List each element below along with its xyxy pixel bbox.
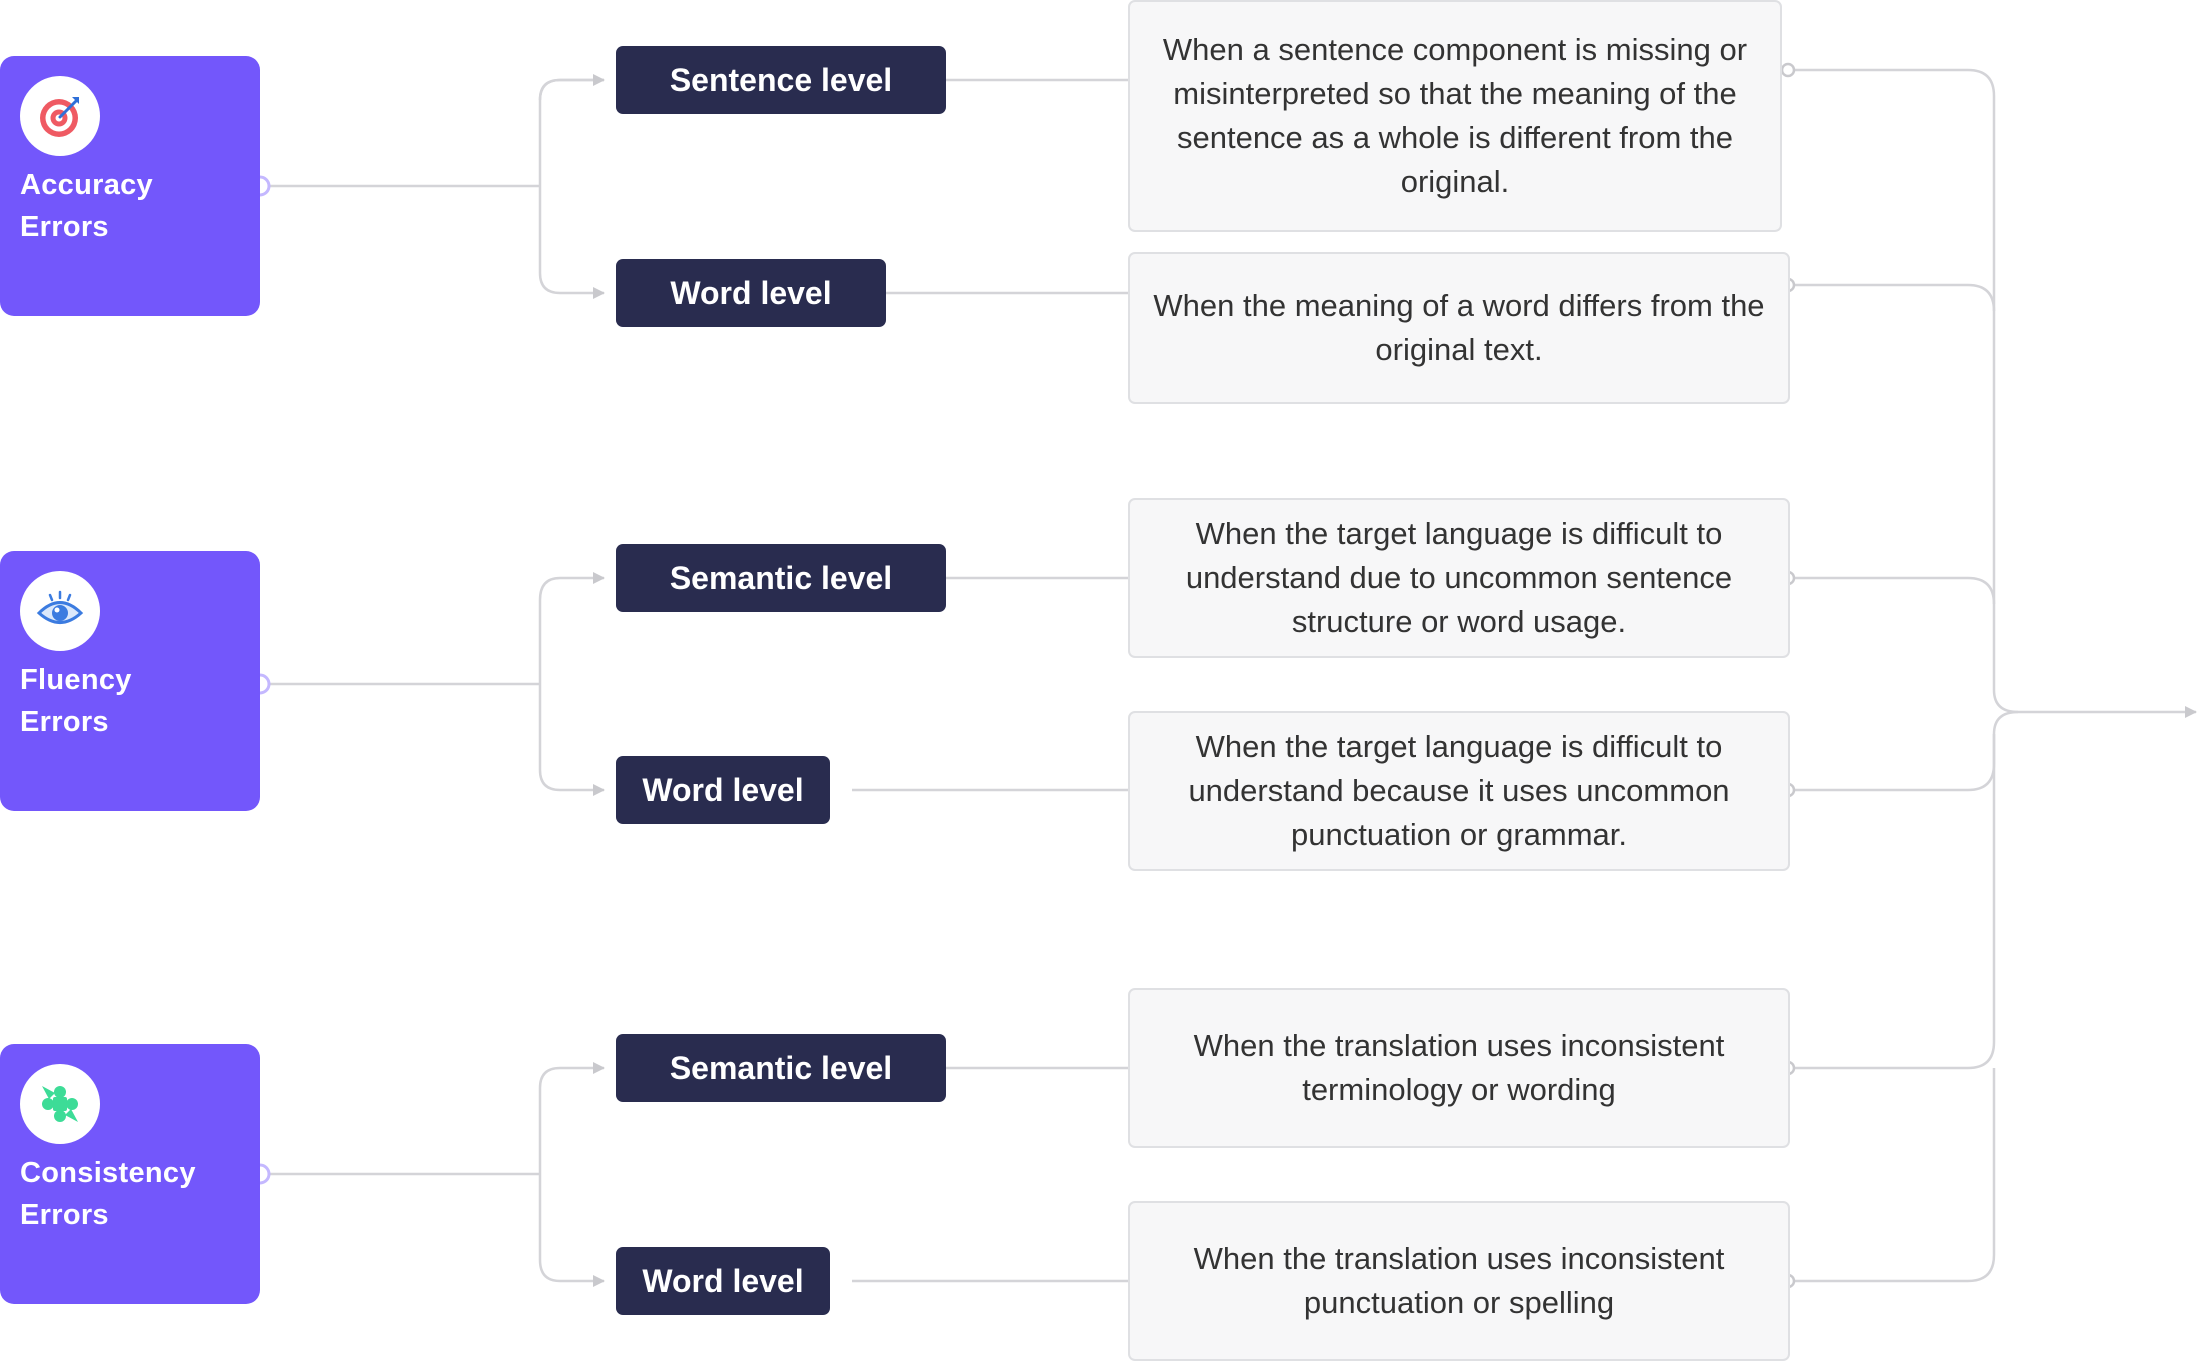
description-box: When the target language is difficult to… [1128,498,1790,658]
puzzle-icon [20,1064,100,1144]
fluency-branch-connector [268,572,1128,796]
consistency-branch-connector [268,1062,1128,1287]
description-box: When the meaning of a word differs from … [1128,252,1790,404]
description-box: When a sentence component is missing or … [1128,0,1782,232]
level-word-level[interactable]: Word level [616,259,886,327]
level-semantic-level[interactable]: Semantic level [616,544,946,612]
category-title: Accuracy Errors [20,169,153,243]
description-box: When the translation uses inconsistent p… [1128,1201,1790,1361]
level-semantic-level[interactable]: Semantic level [616,1034,946,1102]
level-sentence-level[interactable]: Sentence level [616,46,946,114]
category-fluency-errors[interactable]: Fluency Errors [0,551,260,811]
category-consistency-errors[interactable]: Consistency Errors [0,1044,260,1304]
level-word-level[interactable]: Word level [616,1247,830,1315]
accuracy-branch-connector [268,74,1128,299]
category-accuracy-errors[interactable]: Accuracy Errors [0,56,260,316]
category-title: Consistency Errors [20,1157,196,1231]
description-box: When the target language is difficult to… [1128,711,1790,871]
category-title: Fluency Errors [20,664,132,738]
eye-icon [20,571,100,651]
description-box: When the translation uses inconsistent t… [1128,988,1790,1148]
merge-connector [1790,68,2197,1283]
level-word-level[interactable]: Word level [616,756,830,824]
desc-port-1 [1780,62,1796,78]
target-icon [20,76,100,156]
